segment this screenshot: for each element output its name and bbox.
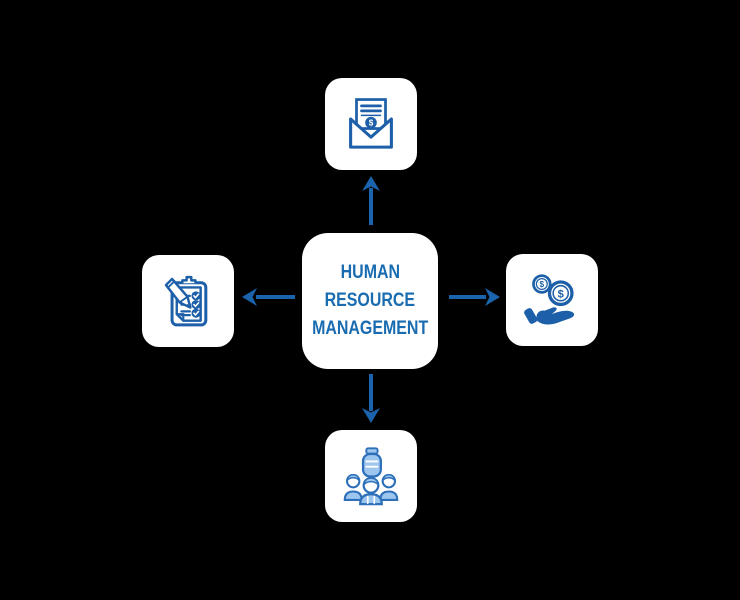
payroll-node-card: $ <box>325 78 417 170</box>
arrow-left <box>242 288 295 306</box>
compensation-node-card: $ $ <box>506 254 598 346</box>
dollar-symbol: $ <box>369 119 374 128</box>
clipboard-checklist-icon <box>164 275 208 327</box>
team-node-card <box>325 430 417 522</box>
sleeve-cuff <box>524 308 538 324</box>
arrow-up <box>362 176 380 225</box>
open-hand <box>536 307 575 325</box>
pencil <box>164 277 192 309</box>
evaluation-node-card <box>142 255 234 347</box>
dollar-symbol: $ <box>540 280 545 289</box>
team-icon <box>343 447 399 506</box>
center-title-line-2: RESOURCE <box>324 290 416 311</box>
center-title-line-3: MANAGEMENT <box>311 318 429 339</box>
hrm-center-card: HUMAN RESOURCE MANAGEMENT <box>302 233 438 369</box>
hand-coins-icon: $ $ <box>524 274 575 325</box>
dollar-symbol: $ <box>558 289 565 301</box>
arrow-down <box>362 374 380 423</box>
arrow-right <box>449 288 500 306</box>
salary-envelope-icon: $ <box>349 98 393 149</box>
center-title-line-1: HUMAN <box>340 262 400 283</box>
